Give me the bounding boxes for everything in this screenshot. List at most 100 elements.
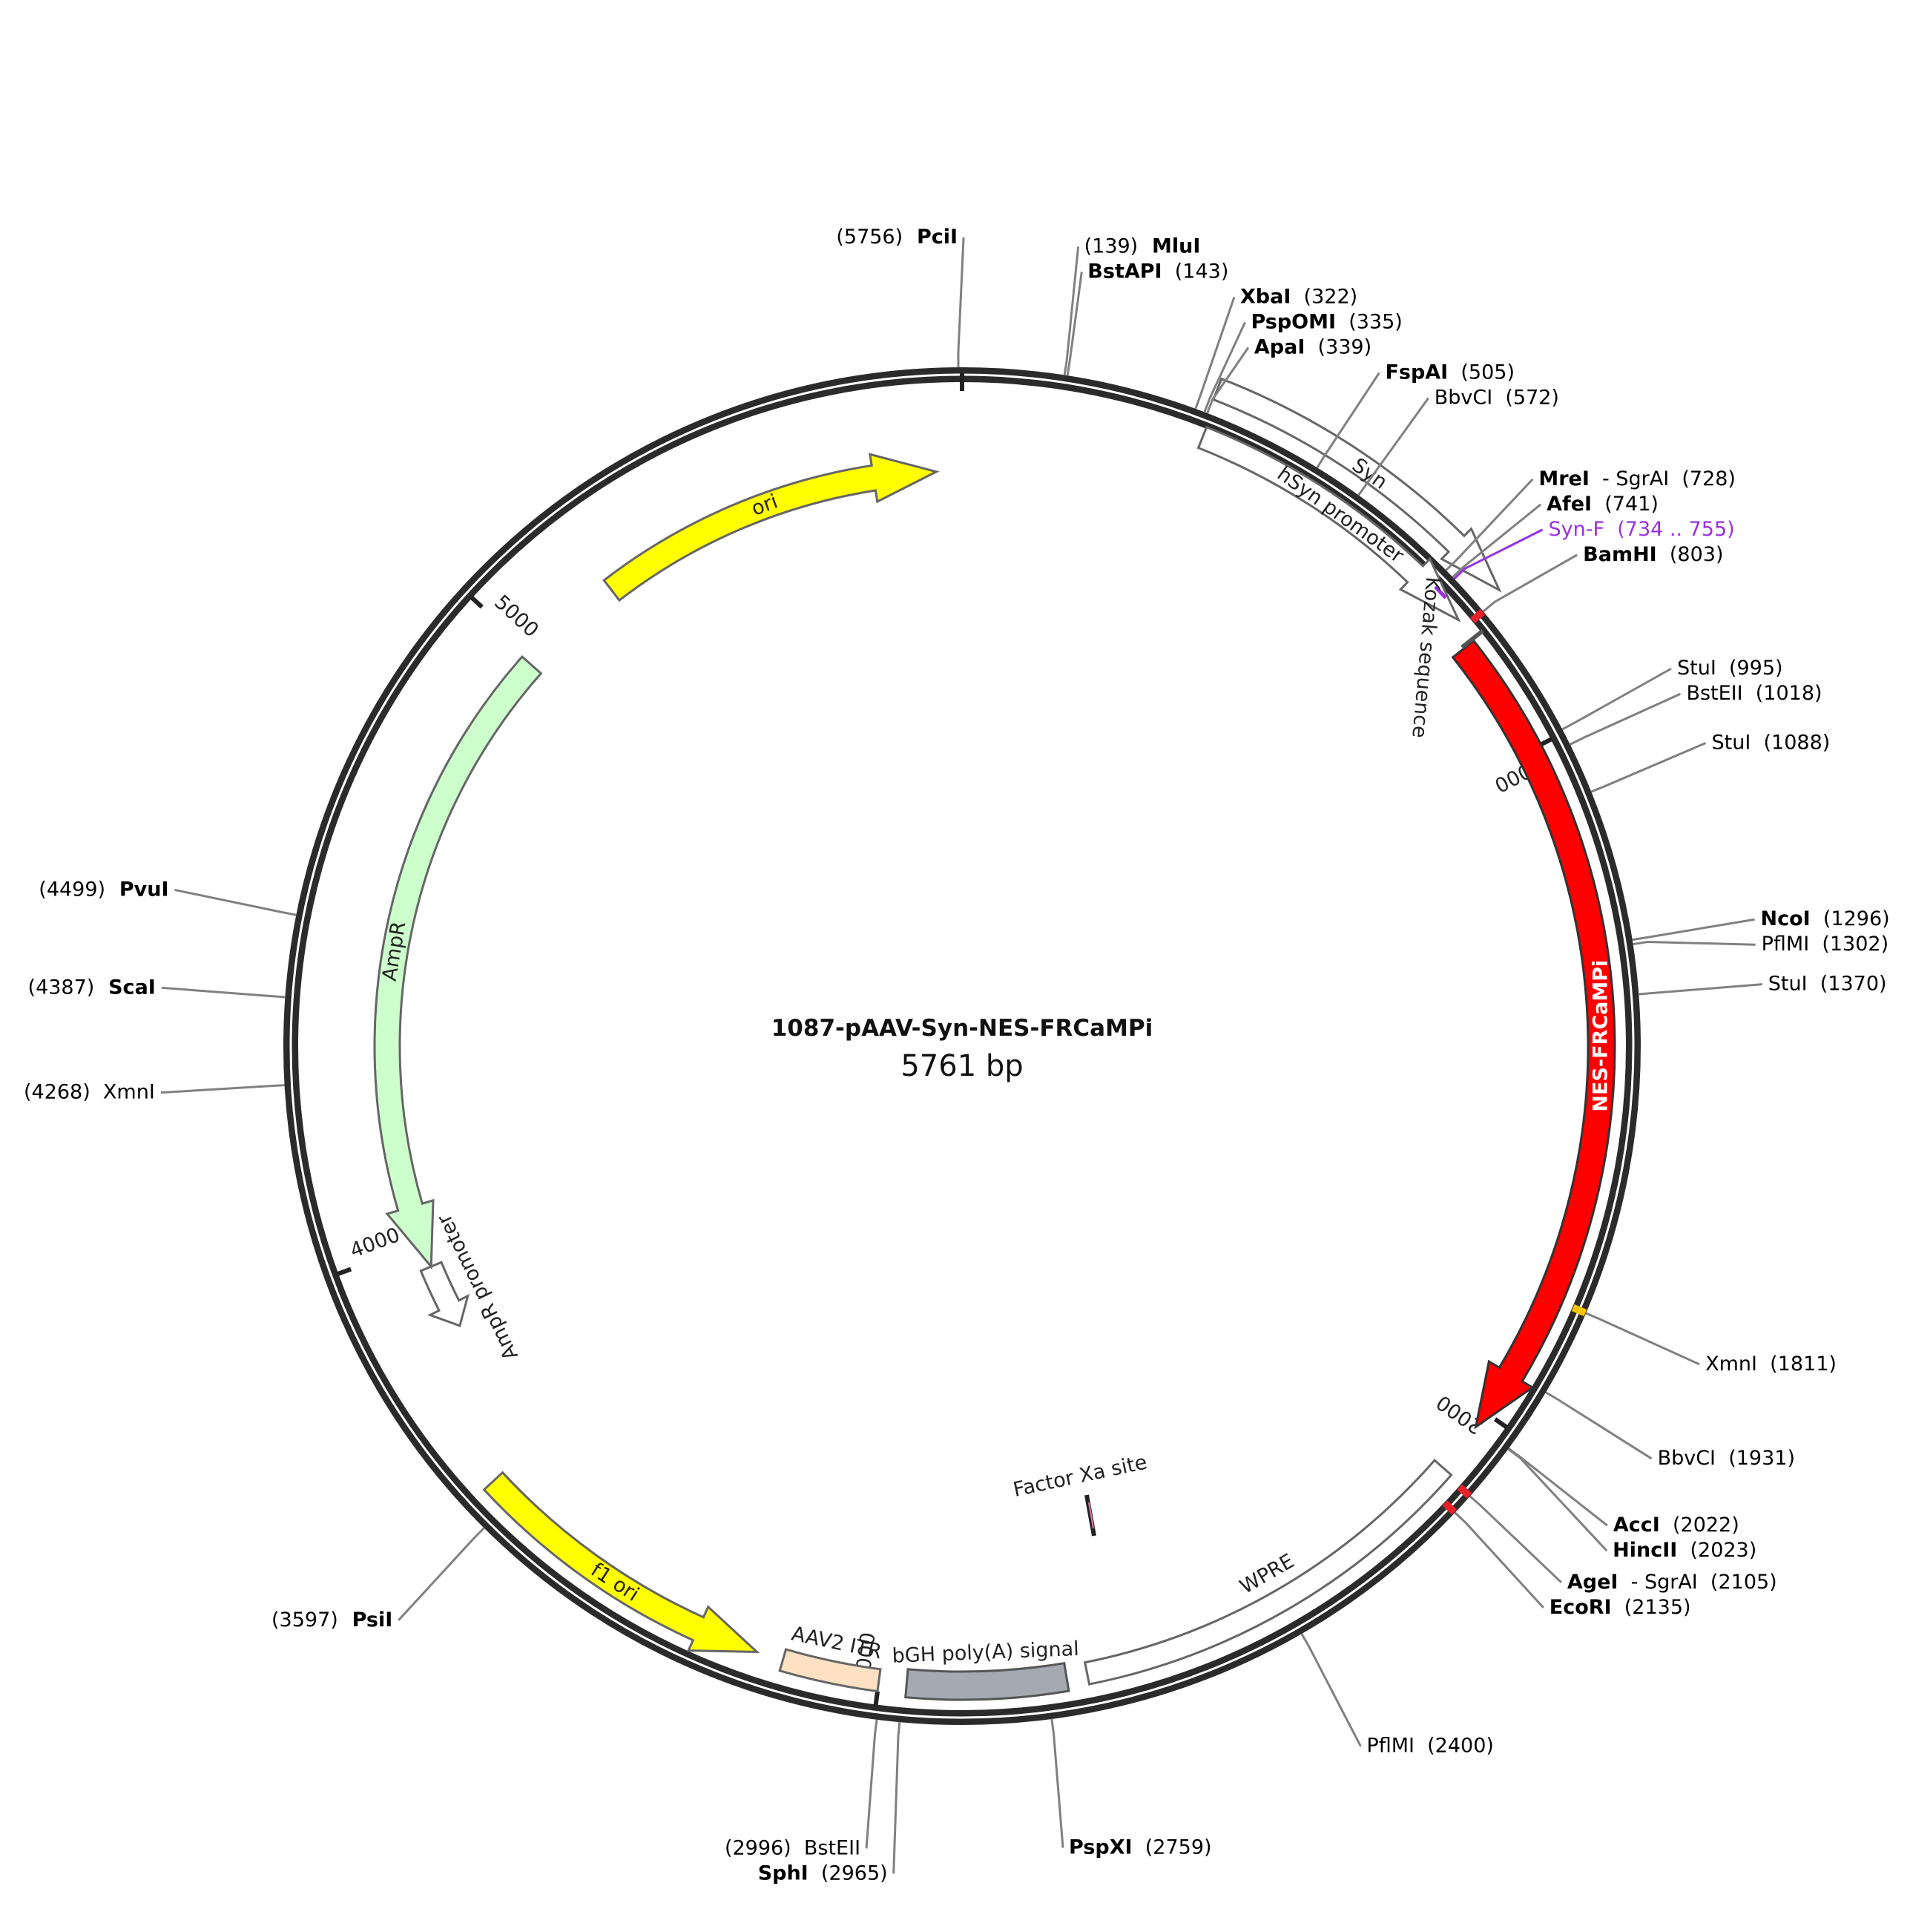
site-afei-part: AfeI xyxy=(1547,492,1592,515)
site-agei-part: (2105) xyxy=(1698,1570,1777,1593)
site-pspxi-leader xyxy=(1050,1718,1064,1848)
tick-label-4000: 4000 xyxy=(347,1223,403,1263)
site-hincii-part: (2023) xyxy=(1677,1539,1756,1562)
site-mrei-part: - SgrAI xyxy=(1590,467,1669,490)
site-mrei-part: (728) xyxy=(1669,467,1736,490)
nes-frcampi-arrow xyxy=(1451,639,1616,1430)
site-xmni-4268-leader xyxy=(160,1084,285,1094)
site-bsteii-2996-label: (2996) BstEII xyxy=(725,1836,860,1859)
tick-4000 xyxy=(336,1266,352,1277)
xmni-mark xyxy=(1571,1304,1587,1317)
kozak-sequence-block xyxy=(1461,628,1484,649)
site-ecori-label: EcoRI (2135) xyxy=(1550,1595,1691,1618)
factor-xa-site-inner xyxy=(1088,1502,1094,1529)
plasmid-size: 5761 bp xyxy=(900,1049,1023,1083)
site-afei-part: (741) xyxy=(1592,492,1659,515)
site-afei-label: AfeI (741) xyxy=(1547,492,1659,515)
site-pvui-leader xyxy=(174,888,297,916)
syn-arrow xyxy=(1211,377,1502,593)
site-hincii-part: HincII xyxy=(1613,1539,1677,1562)
site-xmni-1811-part: (1811) xyxy=(1757,1352,1837,1375)
site-mlui-part: (139) xyxy=(1084,234,1139,257)
factor-xa-site-label: Factor Xa site xyxy=(1011,1450,1149,1502)
site-mlui-label: (139) MluI xyxy=(1084,234,1201,257)
site-pflmi-1302-part: PflMI xyxy=(1762,933,1810,956)
site-bsteii-2996-part: BstEII xyxy=(791,1836,860,1859)
site-xmni-4268-part: (4268) xyxy=(24,1080,90,1103)
site-pflmi-2400-part: (2400) xyxy=(1415,1734,1494,1757)
site-pspxi-label: PspXI (2759) xyxy=(1069,1836,1212,1859)
site-psii-part: PsiI xyxy=(338,1608,393,1631)
site-stui-995-label: StuI (995) xyxy=(1677,657,1783,680)
site-xbai-part: XbaI xyxy=(1240,285,1291,308)
site-agei-part: - SgrAI xyxy=(1618,1570,1697,1593)
site-stui-1088-part: (1088) xyxy=(1751,731,1830,754)
site-xmni-4268-label: (4268) XmnI xyxy=(24,1080,155,1103)
site-stui-1088-label: StuI (1088) xyxy=(1712,731,1831,754)
site-bbvci-1931-part: (1931) xyxy=(1716,1446,1795,1469)
primer-syn-f-part: Syn-F xyxy=(1549,517,1605,540)
site-pspomi-label: PspOMI (335) xyxy=(1251,310,1402,333)
site-bstapi-label: BstAPI (143) xyxy=(1087,260,1228,283)
site-bamhi-label: BamHI (803) xyxy=(1583,542,1723,565)
site-bbvci-1931-leader xyxy=(1545,1391,1653,1460)
site-xmni-1811-leader xyxy=(1585,1312,1700,1366)
bamhi-mark xyxy=(1470,608,1486,623)
site-psii-leader xyxy=(398,1527,485,1621)
site-fspai-part: FspAI xyxy=(1385,361,1448,384)
site-xbai-leader xyxy=(1194,297,1236,410)
bgh-polya-signal-arrow xyxy=(904,1661,1070,1701)
site-stui-995-part: (995) xyxy=(1716,657,1783,680)
site-mlui-leader xyxy=(1063,246,1080,375)
site-fspai-label: FspAI (505) xyxy=(1385,361,1515,384)
agei-mark xyxy=(1457,1484,1472,1499)
site-bsteii-1018-label: BstEII (1018) xyxy=(1686,682,1822,705)
site-mrei-label: MreI - SgrAI (728) xyxy=(1538,467,1736,490)
site-apai-leader xyxy=(1206,346,1250,414)
site-ecori-part: EcoRI xyxy=(1550,1595,1612,1618)
site-pvui-part: (4499) xyxy=(39,878,105,901)
site-apai-part: ApaI xyxy=(1254,335,1305,358)
site-xmni-1811-label: XmnI (1811) xyxy=(1705,1352,1837,1375)
site-mlui-part: MluI xyxy=(1138,234,1200,257)
site-scai-part: ScaI xyxy=(94,976,156,999)
site-pflmi-1302-label: PflMI (1302) xyxy=(1762,933,1889,956)
site-ncoi-part: (1296) xyxy=(1811,907,1890,930)
site-ecori-leader xyxy=(1454,1511,1544,1609)
site-pcii-leader xyxy=(957,237,965,368)
site-pspomi-leader xyxy=(1203,321,1246,413)
site-pvui-part: PvuI xyxy=(105,878,168,901)
site-pvui-label: (4499) PvuI xyxy=(39,878,168,901)
site-bstapi-part: BstAPI xyxy=(1087,260,1162,283)
site-pflmi-2400-label: PflMI (2400) xyxy=(1366,1734,1494,1757)
site-sphi-label: SphI (2965) xyxy=(758,1862,888,1885)
site-bsteii-1018-part: (1018) xyxy=(1743,682,1822,705)
site-afei-leader xyxy=(1452,503,1542,578)
tick-2000 xyxy=(1493,1417,1509,1430)
site-bsteii-1018-part: BstEII xyxy=(1686,682,1742,705)
site-pspomi-part: PspOMI xyxy=(1251,310,1336,333)
site-psii-part: (3597) xyxy=(271,1608,338,1631)
site-fspai-leader xyxy=(1316,372,1380,469)
f1-ori-arrow xyxy=(482,1471,760,1653)
site-pflmi-2400-part: PflMI xyxy=(1366,1734,1415,1757)
site-xbai-part: (322) xyxy=(1291,285,1357,308)
primer-syn-f-part: (734 .. 755) xyxy=(1604,517,1735,540)
site-scai-part: (4387) xyxy=(28,976,95,999)
site-ncoi-leader xyxy=(1632,918,1755,942)
site-xbai-label: XbaI (322) xyxy=(1240,285,1357,308)
site-stui-1088-part: StuI xyxy=(1712,731,1751,754)
site-sphi-part: (2965) xyxy=(809,1862,888,1885)
site-bbvci-572-part: (572) xyxy=(1492,386,1559,409)
site-scai-label: (4387) ScaI xyxy=(28,976,156,999)
tick-5000 xyxy=(470,595,484,609)
site-stui-1370-part: (1370) xyxy=(1808,972,1887,995)
site-stui-995-part: StuI xyxy=(1677,657,1716,680)
wpre-arrow xyxy=(1083,1459,1453,1686)
site-xmni-1811-part: XmnI xyxy=(1705,1352,1757,1375)
site-stui-1370-leader xyxy=(1639,983,1762,996)
site-bbvci-572-leader xyxy=(1357,397,1429,496)
hsyn-promoter-arrow xyxy=(1196,425,1461,623)
site-bsteii-2996-leader xyxy=(865,1719,878,1849)
